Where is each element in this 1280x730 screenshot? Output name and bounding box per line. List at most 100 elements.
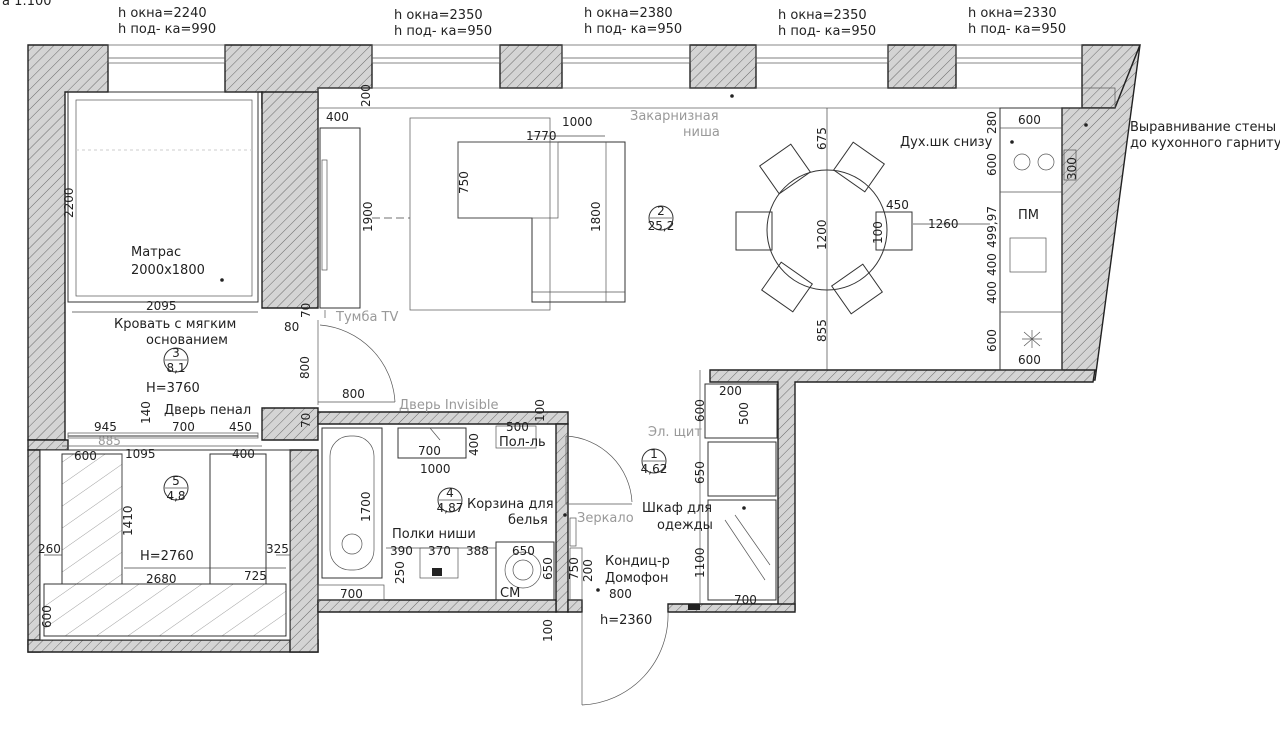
dim-label: 1000	[420, 462, 451, 476]
dim-label: 100	[541, 619, 555, 642]
dim-label: 1410	[121, 505, 135, 536]
balcony-labels: 5 4,8 H=2760	[140, 474, 194, 564]
hood-icon	[1022, 330, 1042, 348]
dim-label: 2680	[146, 572, 177, 586]
dim-label: 600	[693, 399, 707, 422]
dimension-lines	[44, 135, 990, 569]
dim-label: 700	[418, 444, 441, 458]
dim-label: 855	[815, 319, 829, 342]
dim-label: 450	[886, 198, 909, 212]
dim-label: 700	[734, 593, 757, 607]
dim-label: 600	[1018, 353, 1041, 367]
dim-label: 675	[815, 127, 829, 150]
dim-label: 1700	[359, 491, 373, 522]
dim-label: 1260	[928, 217, 959, 231]
dim-label: 1000	[562, 115, 593, 129]
dim-label: 140	[139, 401, 153, 424]
dim-label: 750	[567, 557, 581, 580]
window-3-height: h окна=2380	[584, 6, 673, 21]
dim-label: 499,97	[985, 206, 999, 248]
window-4-height: h окна=2350	[778, 8, 867, 23]
bathroom-labels: Пол-ль 4 4,87 Корзина для белья Полки ни…	[392, 435, 554, 601]
cornice-label-1: Закарнизная	[630, 109, 719, 124]
wall-align-label-1: Выравнивание стены	[1130, 120, 1276, 135]
bedroom-area: 8,1	[166, 361, 185, 375]
bedroom-number: 3	[172, 346, 180, 360]
balcony-ceiling: H=2760	[140, 549, 194, 564]
dim-label: 2095	[146, 299, 177, 313]
dim-label: 1900	[361, 201, 375, 232]
dim-label: 200	[359, 84, 373, 107]
window-5-sill: h под- ка=950	[968, 22, 1066, 37]
living-area: 25,2	[648, 219, 675, 233]
dim-label: 1200	[815, 219, 829, 250]
niche-shelves-label: Полки ниши	[392, 527, 476, 542]
dim-label: 70	[299, 413, 313, 428]
dim-label: 600	[74, 449, 97, 463]
dim-label: 300	[1065, 157, 1079, 180]
dim-label: 400	[985, 253, 999, 276]
dim-label: 750	[457, 171, 471, 194]
doors	[317, 320, 669, 706]
mirror-label: Зеркало	[577, 511, 634, 526]
dim-label: 450	[229, 420, 252, 434]
living-labels: Закарнизная ниша 2 25,2 Тумба TV Дверь I…	[335, 109, 1280, 413]
dim-label: 600	[985, 153, 999, 176]
dim-label: 390	[390, 544, 413, 558]
dim-label: 260	[38, 542, 61, 556]
wardrobe-label-1: Шкаф для	[642, 501, 712, 516]
living-dimensions: 200 400 1000 1770 750 1900 1800 675 450 …	[326, 84, 959, 342]
window-5-height: h окна=2330	[968, 6, 1057, 21]
balcony-number: 5	[172, 474, 180, 488]
hall-dimensions: 200 600 500 650 1100 700 200 800 100	[541, 384, 757, 642]
dim-label: 250	[393, 561, 407, 584]
bed-label-1: Кровать с мягким	[114, 317, 236, 332]
oven-label: Дух.шк снизу	[900, 135, 993, 150]
living-number: 2	[657, 204, 665, 218]
bathroom-number: 4	[446, 486, 454, 500]
dim-label: 650	[512, 544, 535, 558]
bedroom-ceiling: H=3760	[146, 381, 200, 396]
dim-label: 800	[342, 387, 365, 401]
bed-label-2: основанием	[146, 333, 228, 348]
dim-label: 400	[467, 433, 481, 456]
dim-label: 400	[985, 281, 999, 304]
wall-align-label-2: до кухонного гарнитура	[1130, 136, 1280, 151]
ac-label: Кондиц-р	[605, 554, 670, 569]
hall-number: 1	[650, 447, 658, 461]
dim-label: 200	[719, 384, 742, 398]
dim-label: 370	[428, 544, 451, 558]
washer-label: СМ	[500, 586, 520, 601]
dim-label: 800	[609, 587, 632, 601]
bedroom-dimensions: 2200 2095 80 800 70 70 800 140 945 885 7…	[38, 187, 365, 628]
dim-label: 1095	[125, 447, 156, 461]
cornice-label-2: ниша	[683, 125, 720, 140]
dim-label: 400	[232, 447, 255, 461]
tv-stand-label: Тумба TV	[335, 310, 398, 325]
dim-label: 700	[172, 420, 195, 434]
intercom-label: Домофон	[605, 571, 668, 586]
dim-label: 600	[40, 605, 54, 628]
dim-label: 700	[340, 587, 363, 601]
dim-label: 600	[985, 329, 999, 352]
dim-label: 650	[693, 461, 707, 484]
door-invisible-label: Дверь Invisible	[399, 398, 499, 413]
window-3-sill: h под- ка=950	[584, 22, 682, 37]
dim-label: 600	[1018, 113, 1041, 127]
dim-label: 1800	[589, 201, 603, 232]
dim-label: 945	[94, 420, 117, 434]
bathroom-area: 4,87	[437, 501, 464, 515]
dim-label: 100	[871, 221, 885, 244]
bathroom-dimensions: 500 100 400 700 1000 1700 390 370 388 65…	[340, 399, 581, 601]
hall-labels: Эл. щит 1 4,62 Зеркало Шкаф для одежды К…	[577, 425, 713, 628]
header-labels: а 1:100 h окна=2240 h под- ка=990 h окна…	[2, 0, 1066, 39]
window-2-height: h окна=2350	[394, 8, 483, 23]
bedroom	[67, 91, 259, 439]
bathroom	[317, 425, 555, 601]
dim-label: 650	[541, 557, 555, 580]
dim-label: 100	[533, 399, 547, 422]
dim-label: 800	[298, 356, 312, 379]
dining-chairs	[735, 141, 913, 315]
kitchen-dimensions: 600 280 600 300 499,97 400 400 600 600	[985, 111, 1079, 367]
